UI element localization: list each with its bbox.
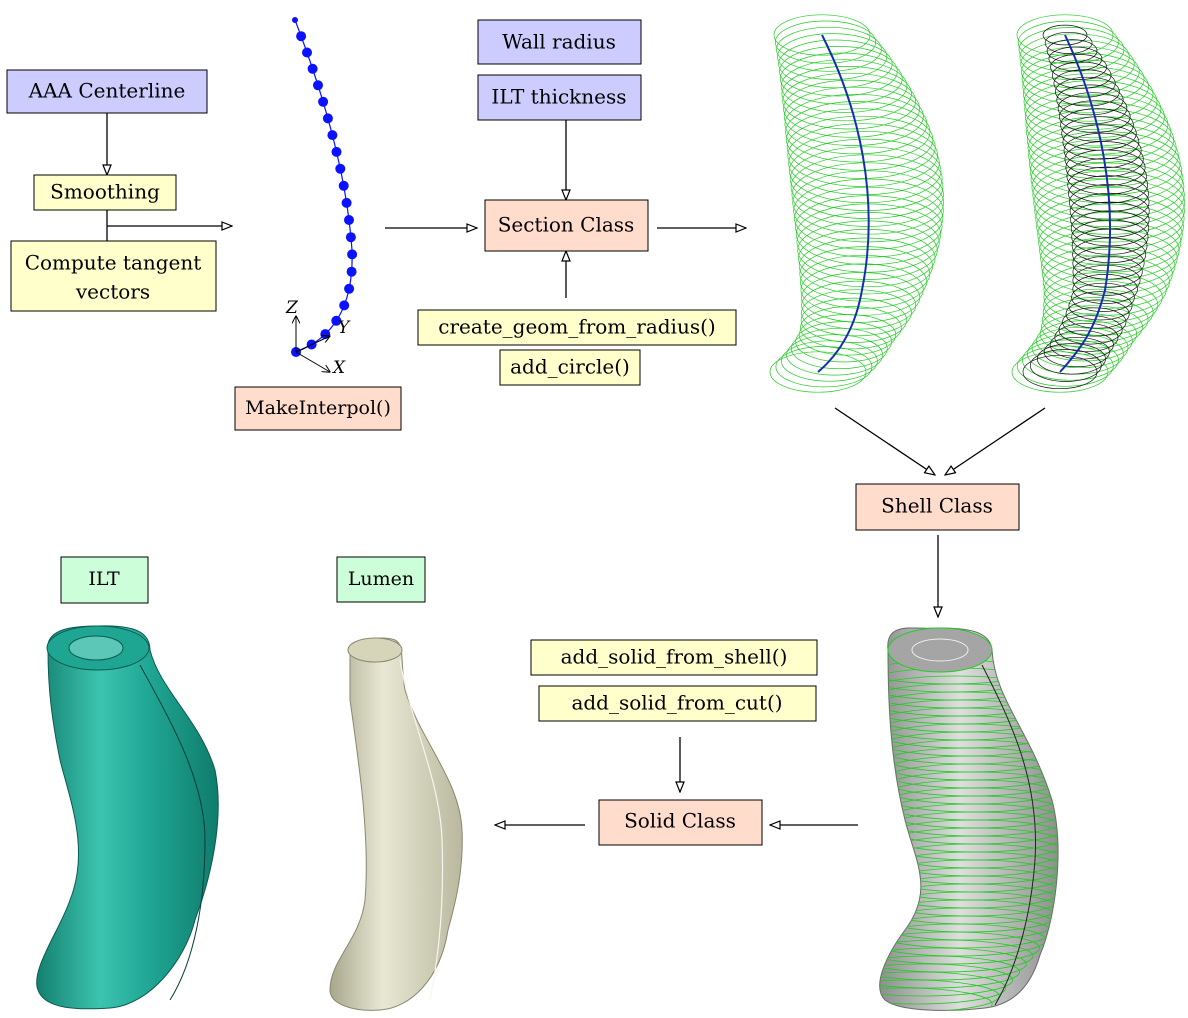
node-ilt-thickness-label: ILT thickness [491,85,626,109]
arrow-ilt-to-shell [945,408,1045,475]
node-wall-radius: Wall radius [478,20,641,64]
node-compute-tangent-label-line1: Compute tangent [25,251,202,275]
lumen-solid-icon [330,638,462,1010]
node-section-class: Section Class [485,200,648,251]
centerline-point [335,164,345,174]
shell-solid-top [888,628,992,672]
wall-section-rings-2 [1012,15,1185,392]
node-aaa-centerline-label: AAA Centerline [28,79,186,103]
node-add-circle-label: add_circle() [510,355,630,379]
wall-sections-icon [770,15,944,392]
node-smoothing-label: Smoothing [50,180,160,204]
centerline-point [344,284,354,294]
node-lumen-label: Lumen [348,568,414,590]
node-smoothing: Smoothing [34,175,176,210]
lumen-solid-top [348,638,402,662]
node-ilt-label: ILT [88,568,120,590]
centerline-points-icon [291,17,357,357]
node-make-interpol: MakeInterpol() [235,387,401,430]
centerline-point [313,80,323,90]
centerline-point [327,130,337,140]
node-shell-class: Shell Class [856,484,1019,530]
node-shell-class-label: Shell Class [881,494,993,518]
y-axis-line [296,336,330,352]
shell-solid-icon [812,628,1065,1018]
node-create-geom: create_geom_from_radius() [418,310,736,345]
wall-section-rings [770,15,944,392]
node-add-solid-from-shell: add_solid_from_shell() [531,640,817,675]
centerline-point [308,64,318,74]
node-lumen: Lumen [337,557,425,602]
node-add-solid-from-cut-label: add_solid_from_cut() [571,691,782,715]
centerline-point [323,113,333,123]
node-compute-tangent-label-line2: vectors [75,280,150,304]
node-section-class-label: Section Class [498,213,635,237]
node-wall-radius-label: Wall radius [502,30,616,54]
y-axis-label: Y [338,318,351,338]
centerline-point [320,329,330,339]
z-axis-label: Z [285,298,299,318]
centerline-point [344,215,354,225]
arrow-wall-to-shell [835,408,935,475]
node-make-interpol-label: MakeInterpol() [245,397,391,419]
node-add-solid-from-cut: add_solid_from_cut() [539,686,816,721]
wall-ilt-sections-icon [1012,15,1185,392]
node-solid-class-label: Solid Class [624,809,736,833]
centerline-point [339,300,349,310]
axis-gizmo: Z Y X [285,298,351,378]
node-aaa-centerline: AAA Centerline [7,70,207,113]
node-add-circle: add_circle() [500,350,640,385]
centerline-point [347,249,357,259]
lumen-solid-body [330,638,462,1010]
x-axis-label: X [331,358,346,378]
node-create-geom-label: create_geom_from_radius() [438,315,715,339]
centerline-point [342,198,352,208]
ilt-solid-icon [37,626,219,1009]
centerline-point [347,267,357,277]
centerline-point [296,31,306,41]
centerline-point [346,232,356,242]
centerline-dots [291,17,357,357]
centerline-point [339,181,349,191]
centerline-point [318,97,328,107]
centerline-point [302,48,312,58]
ilt-solid-lumen-hole [69,636,123,660]
node-ilt-thickness: ILT thickness [478,75,641,120]
node-compute-tangent: Compute tangent vectors [11,241,216,311]
node-solid-class: Solid Class [599,800,762,845]
node-add-solid-from-shell-label: add_solid_from_shell() [561,645,788,669]
node-ilt: ILT [61,557,148,603]
centerline-point [332,147,342,157]
x-axis-line [296,352,330,372]
centerline-point [292,17,298,23]
